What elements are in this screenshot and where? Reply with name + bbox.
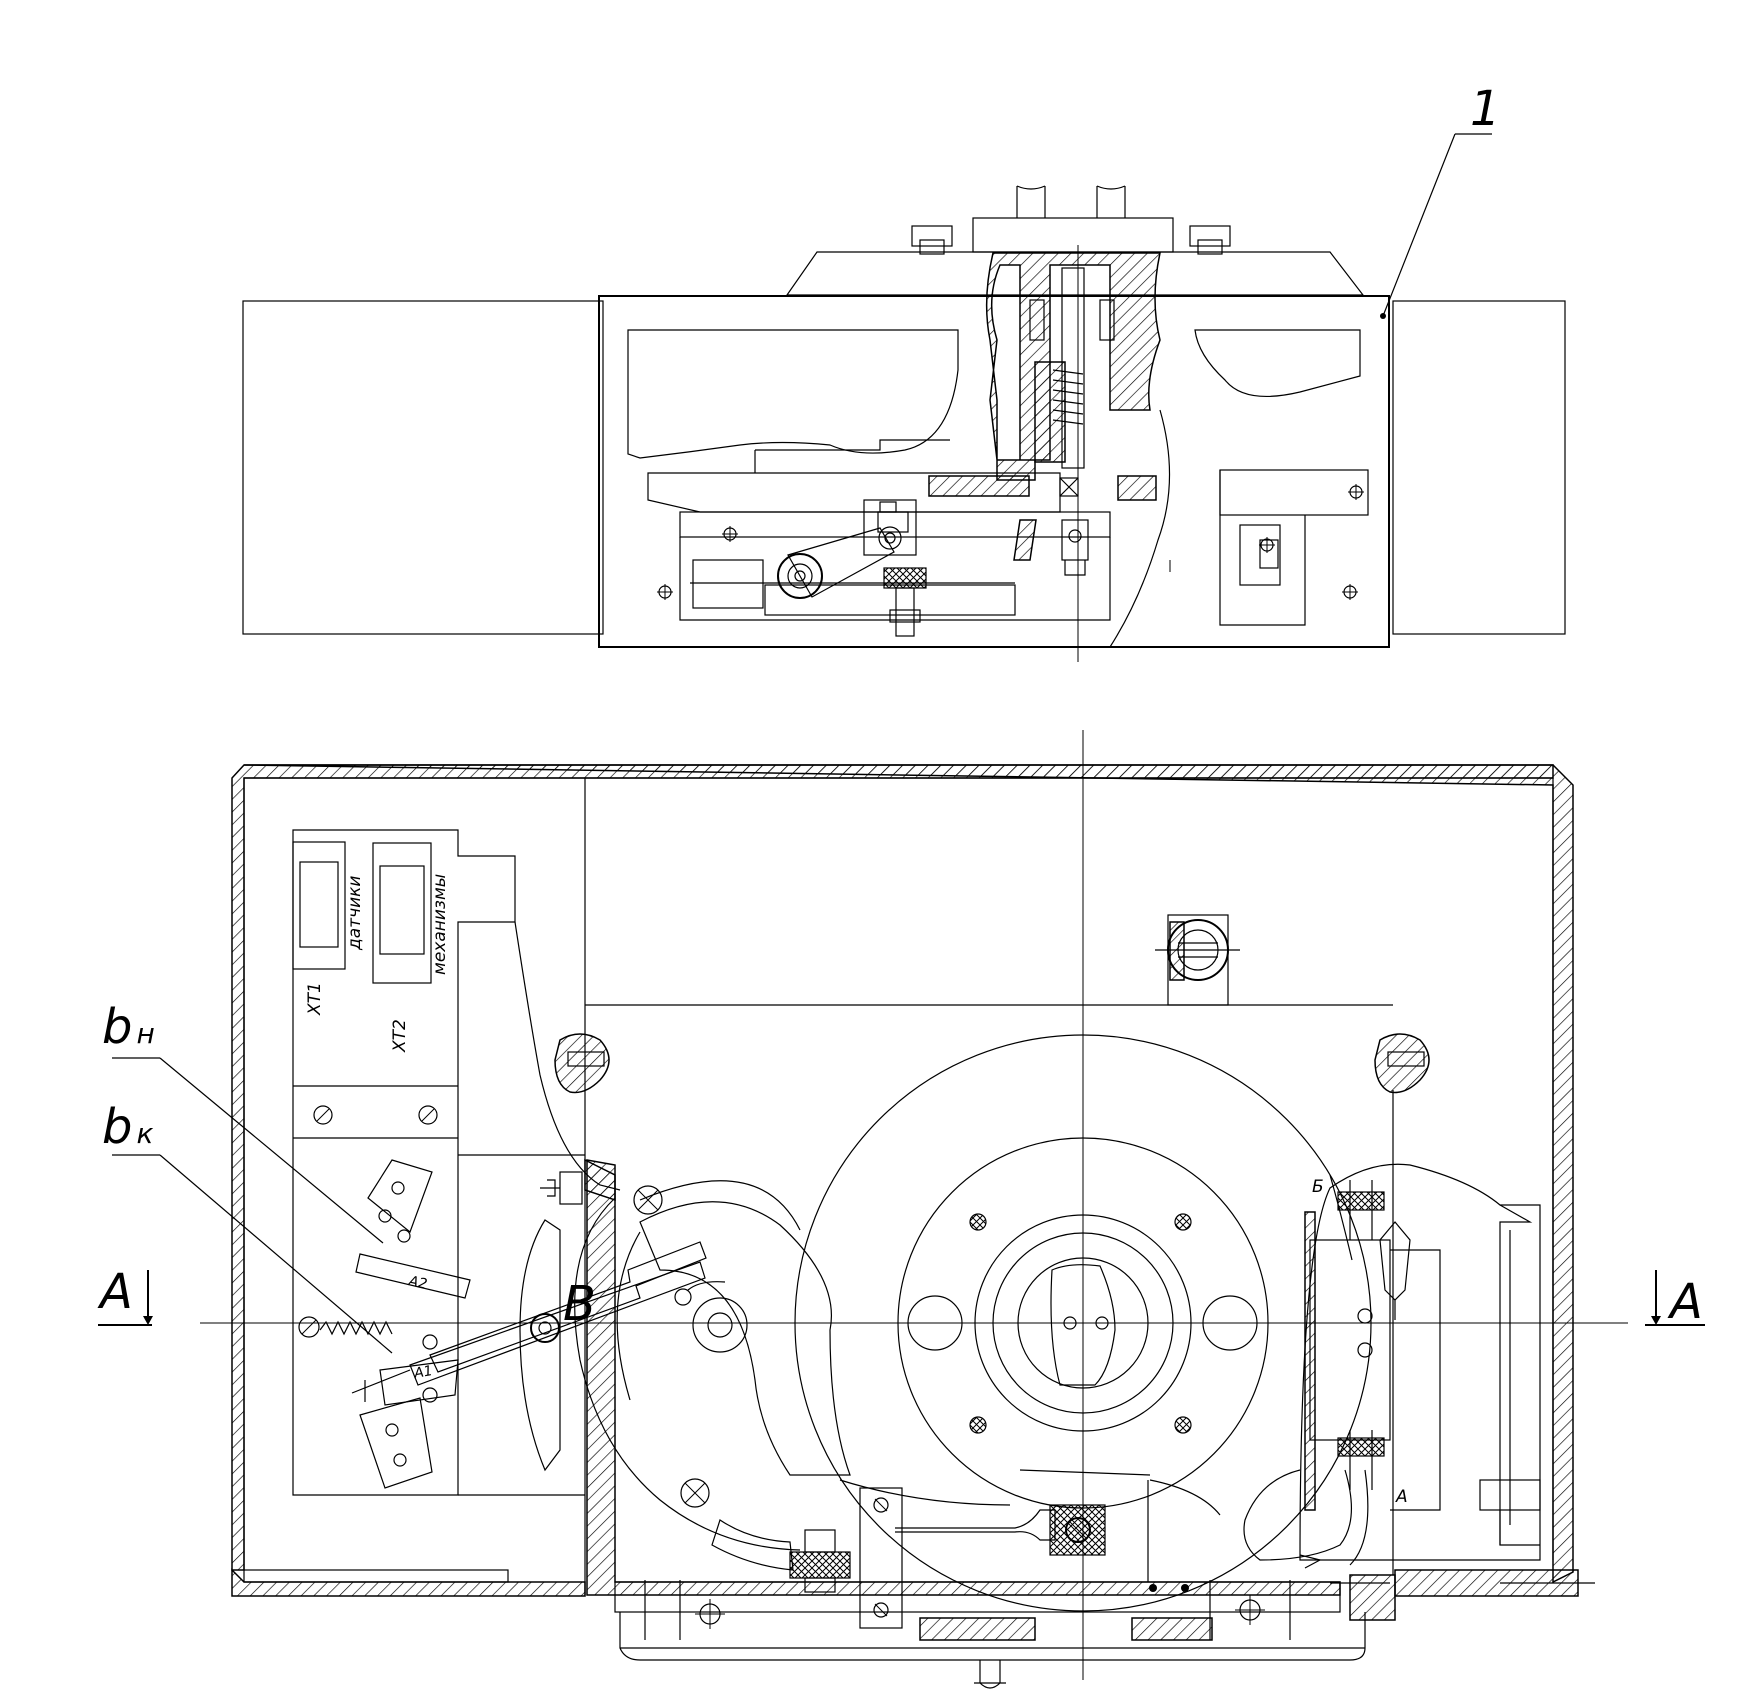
- switch-a1: A1: [359, 1359, 459, 1489]
- label-section-a-left: A: [97, 1264, 133, 1320]
- label-sensors: датчики: [345, 876, 365, 951]
- leader-1: [1382, 133, 1456, 317]
- switch-a2: A2: [355, 1159, 471, 1299]
- lever-arm: [787, 527, 895, 598]
- label-xt1: XT1: [305, 982, 325, 1016]
- label-a2: A2: [406, 1273, 428, 1293]
- label-mechanisms: механизмы: [430, 874, 450, 975]
- spring: [319, 1320, 393, 1336]
- connector-xt1: [292, 841, 346, 970]
- bottom-bar: [859, 1487, 903, 1629]
- label-mark-b: Б: [1312, 1177, 1324, 1197]
- top-flange: [972, 217, 1174, 253]
- top-left-cavity: [627, 329, 959, 459]
- bottom-knob: [974, 1660, 1006, 1689]
- top-cap: [785, 251, 1365, 296]
- top-view: 1: [242, 81, 1566, 662]
- lever-b: B: [351, 1241, 707, 1403]
- lever-block: [863, 499, 917, 556]
- cap-bolt-right: [1189, 225, 1231, 247]
- top-main-body: [598, 295, 1390, 648]
- gear-hub: [974, 1214, 1192, 1432]
- connector-xt2: [372, 842, 432, 984]
- label-xt2: XT2: [390, 1019, 410, 1053]
- lever-pivot: [777, 553, 823, 599]
- top-right-extension: [1392, 300, 1566, 635]
- cap-bolt-left: [911, 225, 953, 247]
- top-left-extension: [242, 300, 604, 635]
- spindle-housing: [985, 252, 1161, 481]
- top-right-cavity: [1194, 329, 1361, 397]
- label-section-a-right: A: [1667, 1274, 1703, 1330]
- connector-panel: [292, 829, 516, 1496]
- bottom-bolt: [883, 567, 927, 589]
- label-mark-a: А: [1395, 1487, 1408, 1507]
- gear-outer: [794, 1034, 1372, 1612]
- label-item-1: 1: [1470, 81, 1501, 137]
- label-a1: A1: [412, 1363, 434, 1382]
- top-right-box: [1219, 469, 1369, 516]
